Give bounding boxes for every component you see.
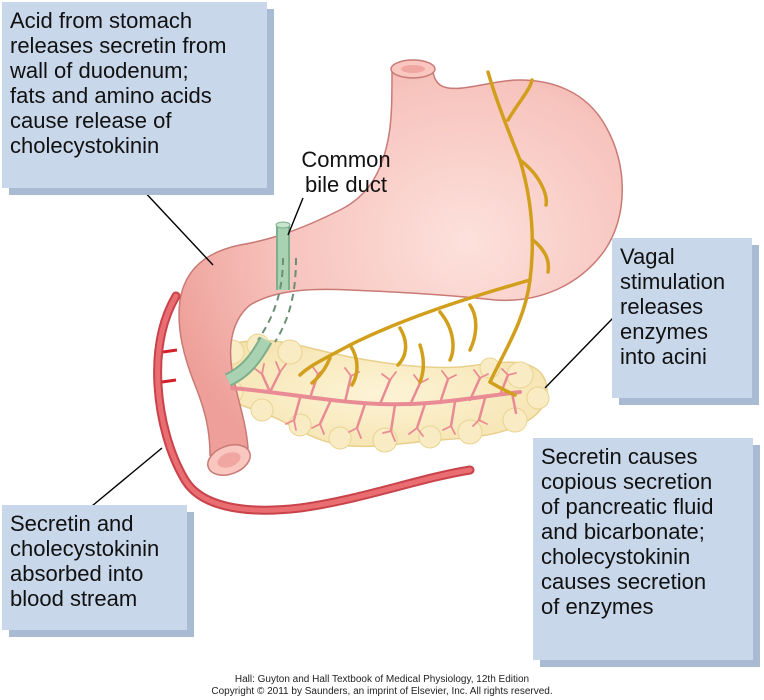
callout-stomach-acid: Acid from stomach releases secretin from… xyxy=(2,2,267,188)
callout-line: absorbed into xyxy=(10,561,144,586)
callout-line: causes secretion xyxy=(541,569,707,594)
common-bile-duct xyxy=(224,221,297,387)
callout-line: cholecystokinin xyxy=(10,133,160,158)
callout-line: cholecystokinin xyxy=(10,536,160,561)
callout-line: wall of duodenum; xyxy=(10,58,189,83)
callout-line: releases secretin from xyxy=(10,33,227,58)
credit-line-2: Copyright © 2011 by Saunders, an imprint… xyxy=(211,686,553,697)
callout-line: cause release of xyxy=(10,108,172,133)
label-common-bile-duct: Common bile duct xyxy=(281,147,411,197)
callout-line: into acini xyxy=(620,344,707,369)
callout-line: releases xyxy=(620,294,704,319)
stomach xyxy=(178,59,623,476)
label-line: Common xyxy=(301,147,391,172)
callout-line: Secretin and xyxy=(10,511,134,536)
callout-line: of enzymes xyxy=(541,594,654,619)
callout-absorbed-blood: Secretin and cholecystokinin absorbed in… xyxy=(2,505,187,630)
callout-vagal-stimulation: Vagal stimulation releases enzymes into … xyxy=(612,238,752,398)
callout-line: Acid from stomach xyxy=(10,8,193,33)
label-line: bile duct xyxy=(305,172,387,197)
callout-line: cholecystokinin xyxy=(541,544,691,569)
callout-line: Vagal xyxy=(620,244,675,269)
callout-line: and bicarbonate; xyxy=(541,519,705,544)
callout-line: enzymes xyxy=(620,319,709,344)
callout-secretin-effect: Secretin causes copious secretion of pan… xyxy=(533,438,753,660)
callout-line: blood stream xyxy=(10,586,138,611)
blood-vessel xyxy=(153,291,475,515)
callout-line: fats and amino acids xyxy=(10,83,212,108)
callout-line: Secretin causes xyxy=(541,444,698,469)
callout-line: copious secretion xyxy=(541,469,713,494)
callout-line: of pancreatic fluid xyxy=(541,494,714,519)
vagus-nerve xyxy=(298,70,551,397)
callout-line: stimulation xyxy=(620,269,726,294)
credit-line-1: Hall: Guyton and Hall Textbook of Medica… xyxy=(234,674,530,685)
leader-lines xyxy=(91,187,614,507)
